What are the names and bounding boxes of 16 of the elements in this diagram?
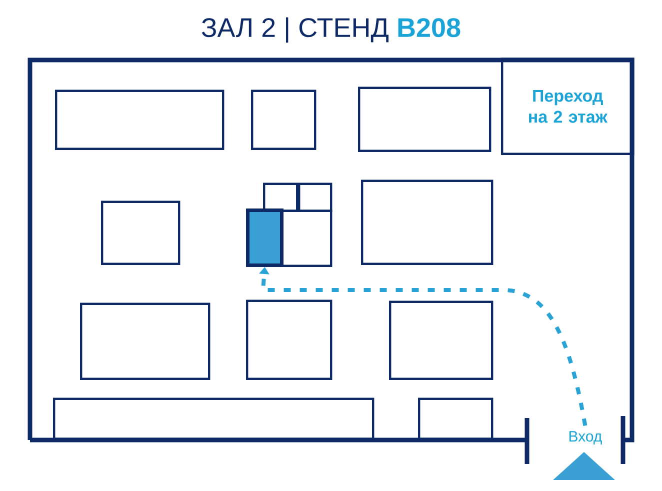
booth-box [358,86,492,152]
title: ЗАЛ 2 | СТЕНД B208 [202,17,460,43]
booth-box [80,302,210,380]
booth-box [101,200,180,265]
booth-box [389,300,494,380]
stair-box: Переход на 2 этаж [501,58,634,155]
booth-box [53,398,374,440]
stand-box [246,208,284,267]
booth-box [246,300,332,380]
entrance-label: Вход [569,431,602,444]
booth-box [361,180,494,265]
booth-box [251,90,316,150]
booth-box [418,398,494,440]
booth-box [280,210,332,267]
booth-box [298,182,332,212]
booth-box [55,90,224,150]
